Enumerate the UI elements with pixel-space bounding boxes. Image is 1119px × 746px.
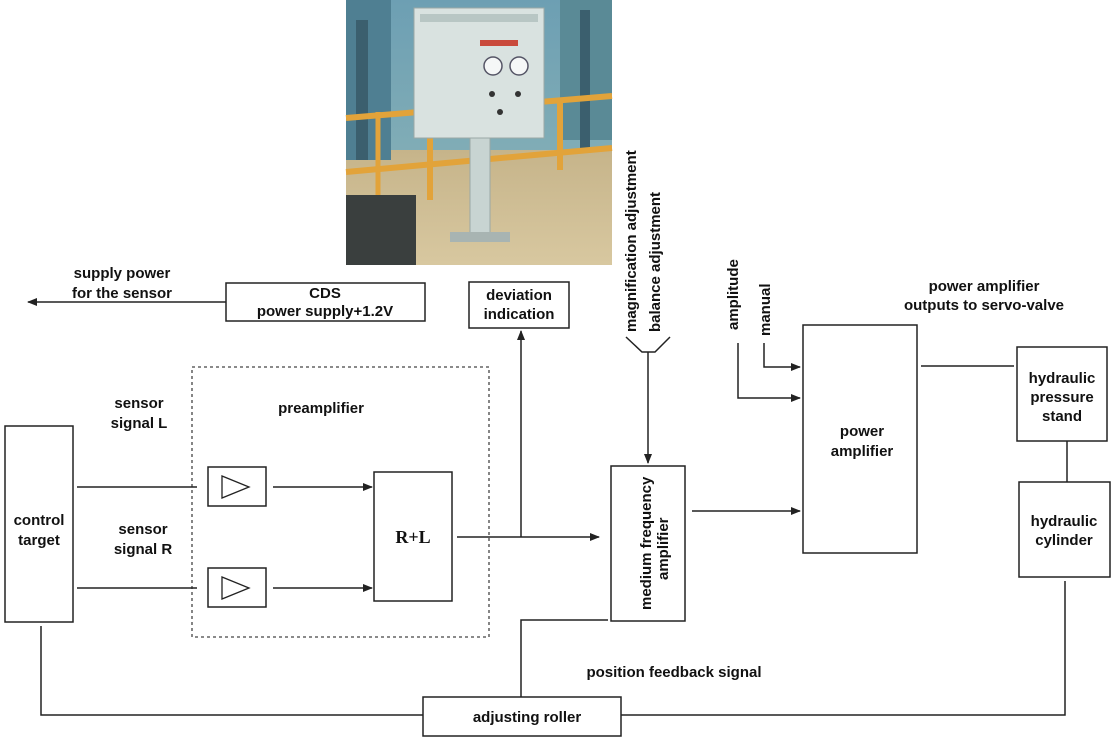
hydraulic-pressure-stand-label-2: pressure (1030, 389, 1093, 406)
pa-outputs-label-2: outputs to servo-valve (904, 297, 1064, 314)
deviation-label-2: indication (484, 306, 555, 323)
hydraulic-pressure-stand-box (1016, 346, 1108, 442)
sensor-l-label-2: signal L (111, 415, 168, 432)
hydraulic-pressure-stand-label-3: stand (1042, 408, 1082, 425)
control-target-box (4, 425, 74, 623)
sensor-r-label-1: sensor (118, 521, 167, 538)
manual-label: manual (757, 283, 774, 336)
mfa-label-1: medium frequency (638, 476, 655, 610)
hydraulic-pressure-stand-label-1: hydraulic (1029, 370, 1096, 387)
cylinder-to-roller-line (621, 581, 1066, 716)
hydraulic-cylinder-label-2: cylinder (1035, 532, 1093, 549)
cds-label-2: power supply+1.2V (257, 303, 393, 320)
magnification-adjustment-label: magnification adjustment (623, 150, 640, 332)
control-target-label-2: target (18, 532, 60, 549)
sensor-l-label-1: sensor (114, 395, 163, 412)
supply-power-label-2: for the sensor (72, 285, 172, 302)
deviation-label-1: deviation (486, 287, 552, 304)
power-amplifier-label-2: amplifier (831, 443, 894, 460)
cds-label-1: CDS (309, 285, 341, 302)
amplifier-r-icon (221, 576, 251, 600)
preamplifier-dashed-box (191, 366, 490, 638)
amplitude-label: amplitude (725, 259, 742, 330)
adjusting-roller-box (422, 696, 622, 737)
pa-outputs-label-1: power amplifier (929, 278, 1040, 295)
preamp-r-box (207, 567, 267, 608)
preamp-l-box (207, 466, 267, 507)
deviation-indication-box (468, 281, 570, 329)
hydraulic-cylinder-label-1: hydraulic (1031, 513, 1098, 530)
position-feedback-label: position feedback signal (586, 664, 761, 681)
medium-frequency-amplifier-box (610, 465, 686, 622)
position-feedback-line (520, 619, 608, 697)
power-amplifier-label-1: power (840, 423, 884, 440)
balance-adjustment-label: balance adjustment (647, 192, 664, 332)
manual-input-arrow (763, 343, 801, 371)
r-plus-l-box (373, 471, 453, 602)
amplitude-input-arrow (737, 343, 801, 402)
preamplifier-label: preamplifier (278, 400, 364, 417)
target-to-roller-line (40, 626, 423, 716)
sensor-r-label-2: signal R (114, 541, 173, 558)
power-amplifier-box (802, 324, 918, 554)
supply-power-label-1: supply power (74, 265, 171, 282)
r-plus-l-label: R+L (395, 527, 430, 547)
hydraulic-cylinder-box (1018, 481, 1111, 578)
cabinet-photo (345, 0, 613, 265)
mfa-label-2: amplifier (655, 517, 672, 580)
adjusting-roller-label: adjusting roller (473, 709, 582, 726)
control-target-label-1: control (14, 512, 65, 529)
adjustment-bracket (625, 336, 671, 353)
amplifier-l-icon (221, 475, 251, 499)
